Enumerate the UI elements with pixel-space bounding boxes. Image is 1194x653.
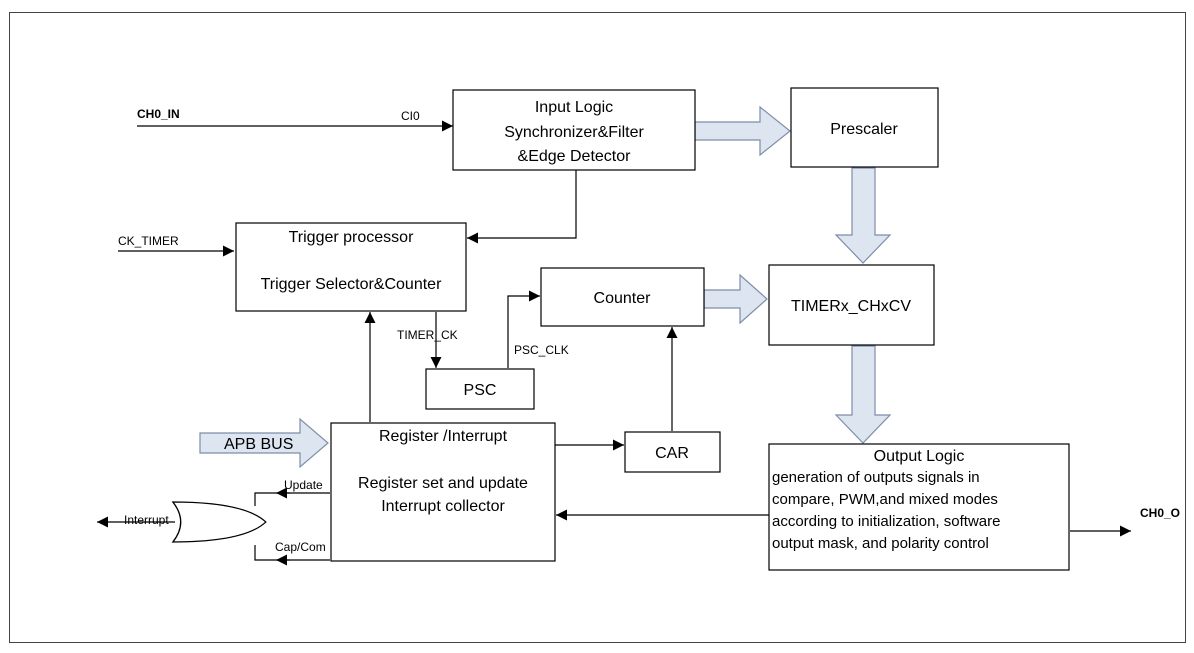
wire-input-to-trigger [467, 170, 577, 244]
psc-block: PSC [425, 368, 535, 410]
ch0-in-label: CH0_IN [137, 107, 180, 121]
car-label: CAR [655, 445, 689, 462]
chxcv-block: TIMERx_CHxCV [768, 264, 935, 346]
timer-ck-label: TIMER_CK [397, 328, 458, 342]
car-block: CAR [624, 431, 721, 473]
output-logic-line-2: generation of outputs signals in [772, 469, 980, 486]
bus-arrow-counter-to-chxcv [703, 273, 768, 325]
bus-arrow-prescaler-to-chxcv [834, 167, 892, 264]
trigger-line-2: Trigger Selector&Counter [261, 276, 442, 293]
chxcv-label: TIMERx_CHxCV [791, 298, 911, 315]
output-logic-line-4: according to initialization, software [772, 513, 1000, 530]
bus-arrow-input-to-prescaler [694, 105, 791, 157]
prescaler-label: Prescaler [830, 121, 898, 138]
input-logic-line-2: Synchronizer&Filter [504, 124, 644, 141]
prescaler-block: Prescaler [790, 87, 939, 168]
input-logic-block: Input Logic Synchronizer&Filter &Edge De… [452, 89, 696, 171]
wire-update [254, 492, 330, 506]
cap-com-label: Cap/Com [275, 540, 326, 554]
input-logic-title: Input Logic [535, 99, 613, 116]
register-title: Register /Interrupt [379, 428, 508, 445]
ci0-label: CI0 [401, 109, 420, 123]
output-logic-line-3: compare, PWM,and mixed modes [772, 491, 998, 508]
update-label: Update [284, 478, 323, 492]
ch0-o-label: CH0_O [1140, 506, 1180, 520]
apb-bus-arrow [199, 417, 329, 469]
trigger-processor-block: Trigger processor Trigger Selector&Count… [235, 222, 467, 312]
diagram-frame [9, 12, 1186, 643]
wire-psc-clk [507, 290, 540, 368]
counter-block: Counter [540, 267, 705, 327]
counter-label: Counter [594, 290, 652, 307]
output-logic-block: Output Logic generation of outputs signa… [768, 443, 1070, 571]
output-logic-title: Output Logic [874, 448, 965, 465]
input-logic-line-3: &Edge Detector [518, 148, 632, 165]
interrupt-label: Interrupt [124, 513, 169, 527]
bus-arrow-chxcv-to-output [834, 345, 892, 444]
psc-label: PSC [464, 382, 497, 399]
output-logic-line-5: output mask, and polarity control [772, 535, 989, 552]
ck-timer-label: CK_TIMER [118, 234, 179, 248]
trigger-title: Trigger processor [289, 229, 414, 246]
psc-clk-label: PSC_CLK [514, 343, 569, 357]
register-line-2: Register set and update [358, 475, 528, 492]
register-interrupt-block: Register /Interrupt Register set and upd… [330, 422, 556, 562]
or-gate-icon [171, 501, 267, 543]
apb-bus-label: APB BUS [224, 436, 293, 453]
wire-cap-com [254, 545, 330, 561]
register-line-3: Interrupt collector [381, 498, 505, 515]
